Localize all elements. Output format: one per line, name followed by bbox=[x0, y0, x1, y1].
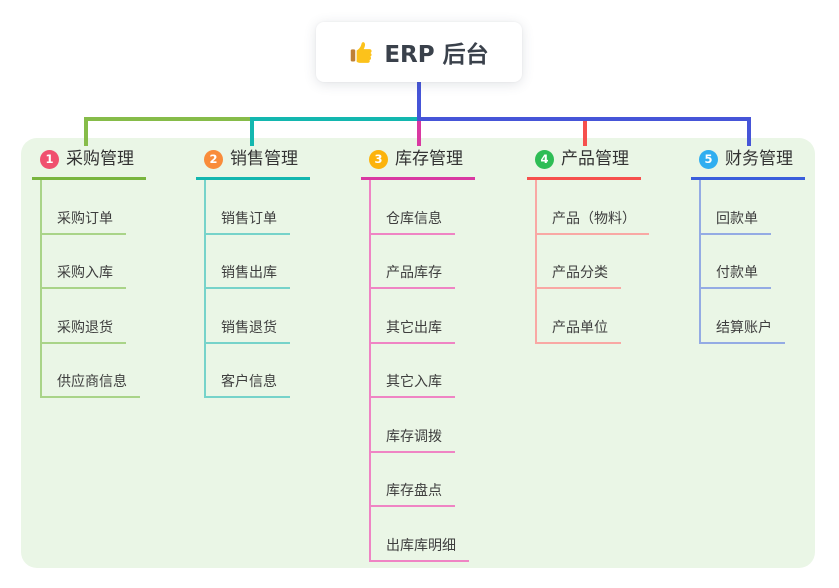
branch-title[interactable]: 5 财务管理 bbox=[691, 149, 805, 180]
branch-number-badge: 4 bbox=[535, 150, 554, 169]
branch-label: 销售管理 bbox=[230, 149, 298, 169]
branches-panel bbox=[21, 138, 815, 568]
connector-branch2-drop bbox=[250, 117, 254, 146]
child-node[interactable]: 产品单位 bbox=[537, 289, 621, 344]
child-node[interactable]: 产品（物料） bbox=[537, 180, 649, 235]
branch-product: 4 产品管理 产品（物料） 产品分类 产品单位 bbox=[527, 148, 649, 344]
branch-procurement: 1 采购管理 采购订单 采购入库 采购退货 供应商信息 bbox=[32, 148, 146, 398]
child-node[interactable]: 供应商信息 bbox=[42, 344, 140, 398]
connector-right-horizontal bbox=[417, 117, 751, 121]
child-node[interactable]: 销售订单 bbox=[206, 180, 290, 235]
branch-children: 产品（物料） 产品分类 产品单位 bbox=[535, 180, 649, 344]
child-node[interactable]: 出库库明细 bbox=[371, 507, 469, 562]
child-node[interactable]: 采购订单 bbox=[42, 180, 126, 235]
branch-children: 回款单 付款单 结算账户 bbox=[699, 180, 805, 344]
branch-title[interactable]: 2 销售管理 bbox=[196, 149, 310, 180]
child-node[interactable]: 销售退货 bbox=[206, 289, 290, 344]
branch-label: 财务管理 bbox=[725, 149, 793, 169]
connector-branch2-horizontal bbox=[250, 117, 421, 121]
branch-title[interactable]: 3 库存管理 bbox=[361, 149, 475, 180]
child-node[interactable]: 产品分类 bbox=[537, 235, 621, 289]
connector-root-vertical bbox=[417, 82, 421, 121]
child-node[interactable]: 其它入库 bbox=[371, 344, 455, 398]
branch-label: 库存管理 bbox=[395, 149, 463, 169]
connector-branch1-drop bbox=[84, 117, 88, 146]
branch-children: 采购订单 采购入库 采购退货 供应商信息 bbox=[40, 180, 146, 398]
branch-label: 产品管理 bbox=[561, 149, 629, 169]
branch-number-badge: 1 bbox=[40, 150, 59, 169]
child-node[interactable]: 产品库存 bbox=[371, 235, 455, 289]
child-node[interactable]: 回款单 bbox=[701, 180, 771, 235]
branch-inventory: 3 库存管理 仓库信息 产品库存 其它出库 其它入库 库存调拨 库存盘点 出库库… bbox=[361, 148, 475, 562]
child-node[interactable]: 其它出库 bbox=[371, 289, 455, 344]
child-node[interactable]: 库存调拨 bbox=[371, 398, 455, 453]
child-node[interactable]: 库存盘点 bbox=[371, 453, 455, 507]
child-node[interactable]: 客户信息 bbox=[206, 344, 290, 398]
child-node[interactable]: 付款单 bbox=[701, 235, 771, 289]
root-node[interactable]: ERP 后台 bbox=[316, 22, 522, 82]
branch-number-badge: 3 bbox=[369, 150, 388, 169]
child-node[interactable]: 销售出库 bbox=[206, 235, 290, 289]
root-title: ERP 后台 bbox=[384, 42, 489, 68]
branch-number-badge: 5 bbox=[699, 150, 718, 169]
connector-branch5-drop bbox=[747, 117, 751, 146]
child-node[interactable]: 采购入库 bbox=[42, 235, 126, 289]
branch-label: 采购管理 bbox=[66, 149, 134, 169]
child-node[interactable]: 仓库信息 bbox=[371, 180, 455, 235]
branch-finance: 5 财务管理 回款单 付款单 结算账户 bbox=[691, 148, 805, 344]
connector-branch1-horizontal bbox=[84, 117, 254, 121]
connector-branch3-drop bbox=[417, 121, 421, 146]
child-node[interactable]: 采购退货 bbox=[42, 289, 126, 344]
child-node[interactable]: 结算账户 bbox=[701, 289, 785, 344]
branch-title[interactable]: 4 产品管理 bbox=[527, 149, 641, 180]
thumbs-up-icon bbox=[349, 40, 374, 65]
branch-children: 仓库信息 产品库存 其它出库 其它入库 库存调拨 库存盘点 出库库明细 bbox=[369, 180, 475, 562]
branch-sales: 2 销售管理 销售订单 销售出库 销售退货 客户信息 bbox=[196, 148, 310, 398]
branch-children: 销售订单 销售出库 销售退货 客户信息 bbox=[204, 180, 310, 398]
branch-title[interactable]: 1 采购管理 bbox=[32, 149, 146, 180]
branch-number-badge: 2 bbox=[204, 150, 223, 169]
connector-branch4-drop bbox=[583, 121, 587, 146]
